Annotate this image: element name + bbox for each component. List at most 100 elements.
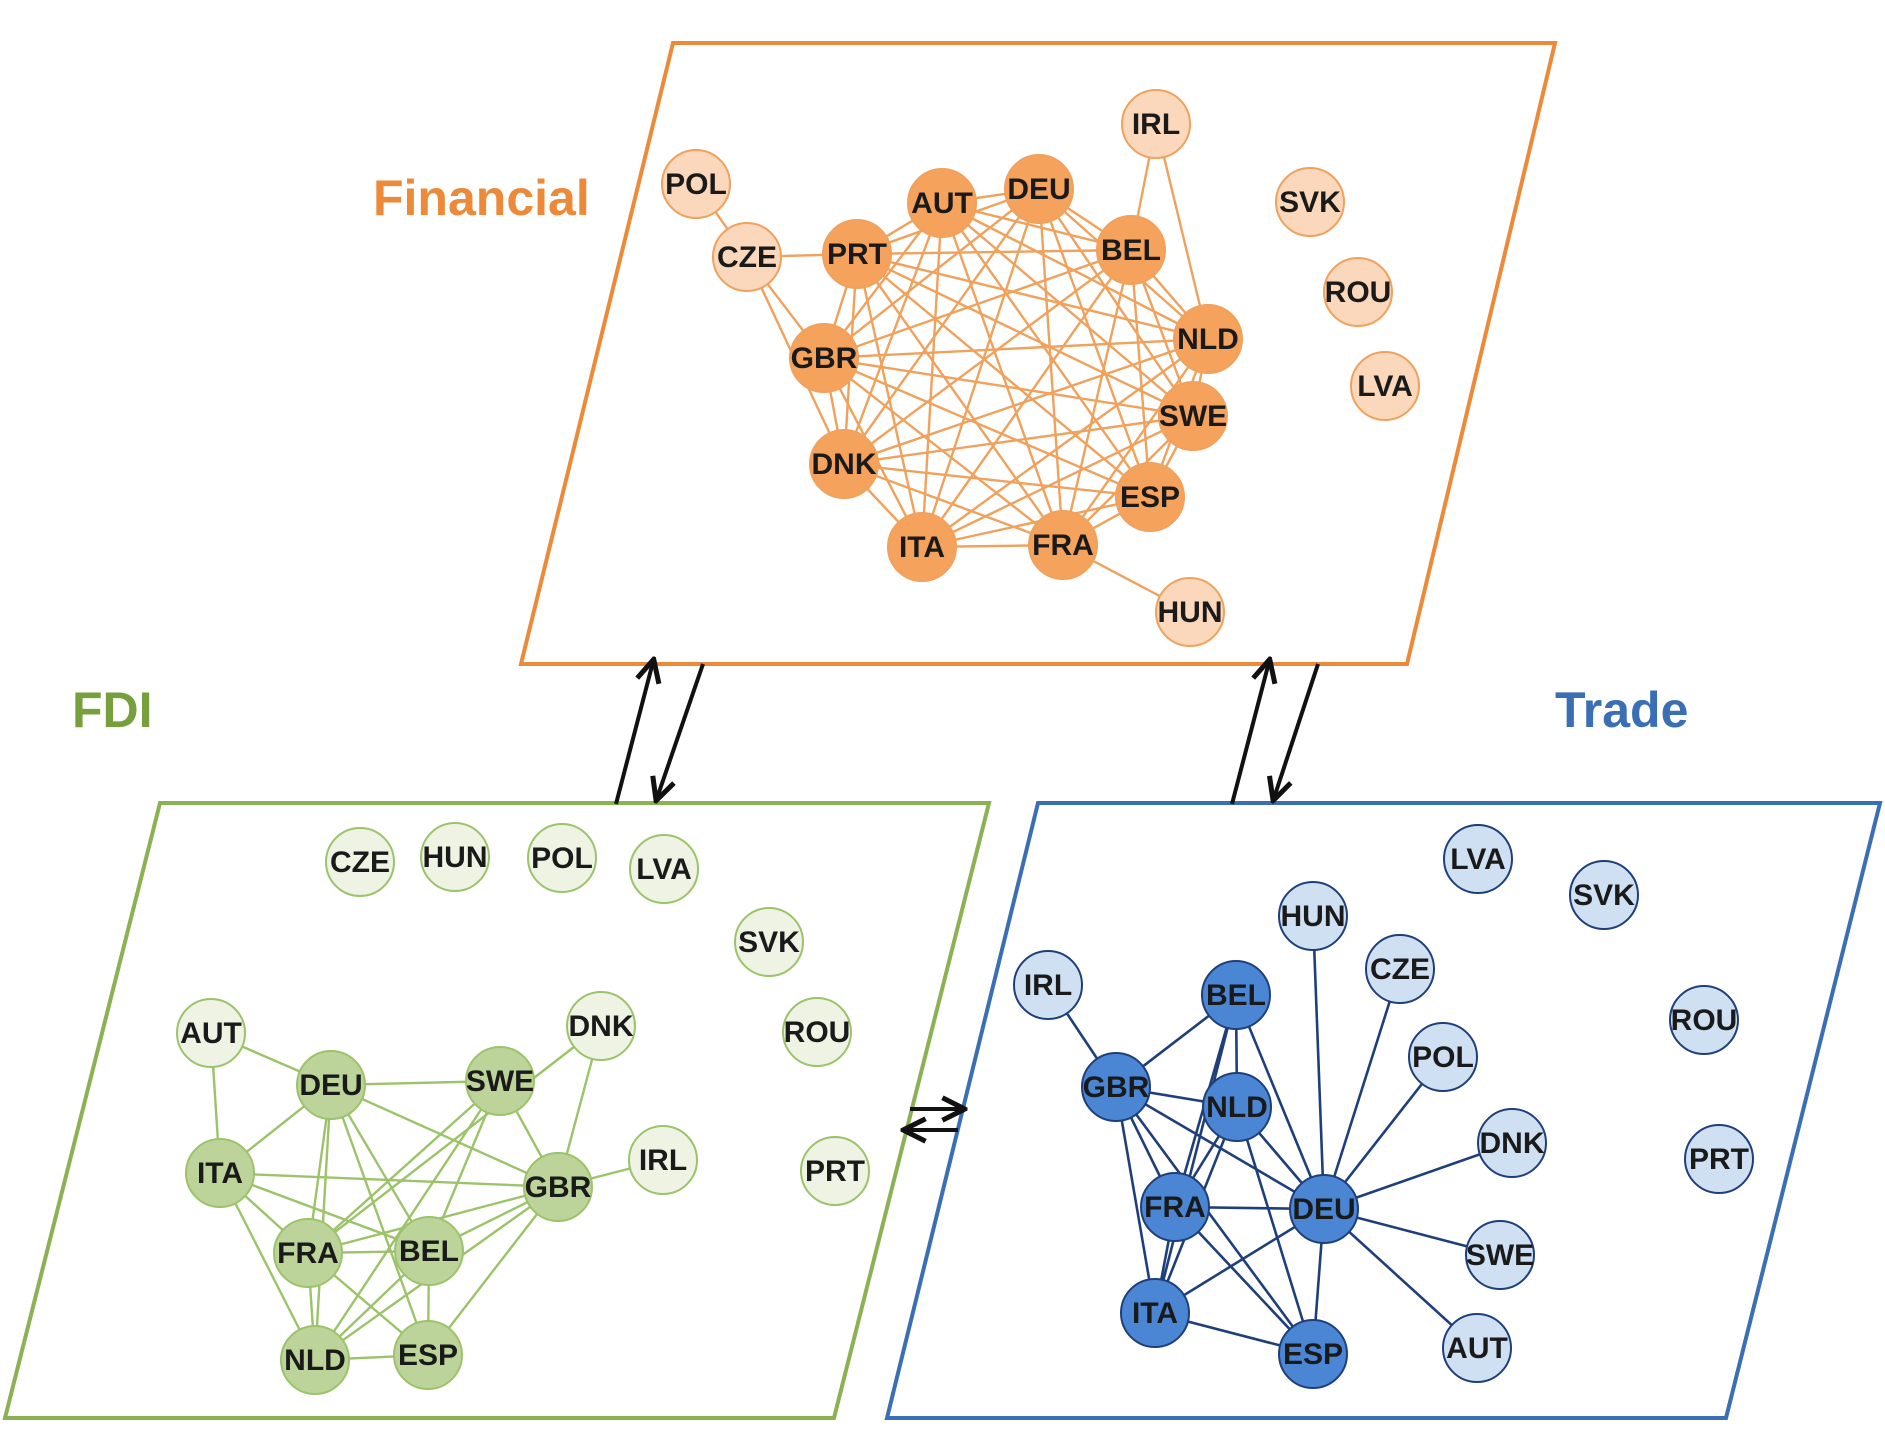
trade-node-circle: [1013, 950, 1083, 1020]
financial-node-svk: SVK: [1275, 167, 1345, 237]
fdi-node-lva: LVA: [629, 834, 699, 904]
trade-node-label: GBR: [1083, 1071, 1150, 1104]
fdi-node-irl: IRL: [628, 1125, 698, 1195]
fdi-node-deu: DEU: [296, 1050, 366, 1120]
financial-node-circle: [1275, 167, 1345, 237]
trade-node-label: BEL: [1206, 979, 1266, 1012]
financial-node-circle: [1096, 215, 1166, 285]
financial-edge-aut-nld: [941, 201, 1209, 341]
fdi-node-circle: [280, 1325, 350, 1395]
trade-node-circle: [1365, 934, 1435, 1004]
trade-edge-gbr-ita: [1114, 1086, 1157, 1314]
fdi-node-gbr: GBR: [523, 1152, 593, 1222]
fdi-edge-deu-esp: [329, 1084, 430, 1356]
financial-edge-swe-gbr: [823, 356, 1194, 418]
trade-edge-nld-esp: [1235, 1106, 1315, 1355]
financial-node-label: DNK: [812, 448, 877, 481]
fdi-node-circle: [629, 834, 699, 904]
trade-node-cze: CZE: [1365, 934, 1435, 1004]
trade-node-circle: [1477, 1108, 1547, 1178]
fdi-node-dnk: DNK: [566, 991, 636, 1061]
financial-node-label: HUN: [1158, 596, 1223, 629]
financial-node-label: BEL: [1101, 234, 1161, 267]
financial-edge-deu-gbr: [823, 188, 1040, 359]
financial-edge-deu-dnk: [843, 188, 1040, 465]
financial-node-circle: [822, 219, 892, 289]
fdi-node-circle: [296, 1050, 366, 1120]
trade-node-circle: [1289, 1174, 1359, 1244]
fdi-node-label: SWE: [466, 1065, 534, 1098]
financial-edge-prt-nld: [856, 252, 1209, 341]
trade-node-dnk: DNK: [1477, 1108, 1547, 1178]
financial-node-label: CZE: [717, 241, 777, 274]
financial-edge-nld-dnk: [843, 337, 1209, 466]
trade-node-label: DEU: [1292, 1193, 1355, 1226]
fdi-node-circle: [527, 823, 597, 893]
fdi-node-ita: ITA: [185, 1138, 255, 1208]
financial-node-pol: POL: [661, 149, 731, 219]
trade-node-circle: [1201, 960, 1271, 1030]
trade-node-rou: ROU: [1669, 985, 1739, 1055]
trade-node-label: ITA: [1132, 1297, 1178, 1330]
financial-node-label: LVA: [1357, 370, 1413, 403]
trade-layer-title: Trade: [1555, 682, 1688, 738]
financial-node-fra: FRA: [1028, 510, 1098, 580]
fdi-node-label: CZE: [330, 846, 390, 879]
trade-node-label: SWE: [1466, 1239, 1534, 1272]
financial-edge-bel-gbr: [823, 248, 1132, 360]
financial-node-deu: DEU: [1004, 154, 1074, 224]
fdi-edge-gbr-esp: [427, 1186, 559, 1356]
trade-node-label: NLD: [1206, 1091, 1268, 1124]
trade-edge-deu-cze: [1322, 968, 1402, 1210]
financial-node-label: AUT: [911, 187, 973, 220]
financial-node-circle: [1004, 154, 1074, 224]
fdi-node-label: ITA: [197, 1157, 243, 1190]
fdi-node-svk: SVK: [734, 907, 804, 977]
financial-node-label: FRA: [1032, 529, 1094, 562]
trade-node-esp: ESP: [1278, 1319, 1348, 1389]
financial-node-circle: [887, 512, 957, 582]
fdi-node-circle: [734, 907, 804, 977]
fdi-node-circle: [394, 1216, 464, 1286]
financial-node-label: GBR: [791, 342, 858, 375]
fdi-edge-deu-gbr: [330, 1083, 559, 1189]
trade-node-bel: BEL: [1201, 960, 1271, 1030]
fdi-node-prt: PRT: [800, 1136, 870, 1206]
financial-node-irl: IRL: [1121, 89, 1191, 159]
financial-edge-nld-ita: [921, 338, 1209, 548]
financial-node-circle: [661, 149, 731, 219]
fdi-node-bel: BEL: [394, 1216, 464, 1286]
fdi-node-hun: HUN: [420, 822, 490, 892]
fdi-node-label: ESP: [398, 1339, 458, 1372]
fdi-node-label: NLD: [284, 1344, 346, 1377]
trade-node-label: CZE: [1370, 953, 1430, 986]
financial-edge-esp-ita: [921, 495, 1151, 549]
financial-node-circle: [789, 323, 859, 393]
trade-node-circle: [1684, 1124, 1754, 1194]
trade-node-gbr: GBR: [1081, 1052, 1151, 1122]
financial-node-circle: [809, 429, 879, 499]
financial-node-circle: [1350, 351, 1420, 421]
fdi-node-label: AUT: [180, 1017, 242, 1050]
trade-node-swe: SWE: [1465, 1220, 1535, 1290]
financial-edge-fra-dnk: [843, 462, 1064, 547]
fdi-node-circle: [325, 827, 395, 897]
fdi-node-label: FRA: [277, 1237, 339, 1270]
trade-node-circle: [1408, 1022, 1478, 1092]
trade-node-hun: HUN: [1278, 881, 1348, 951]
financial-node-rou: ROU: [1323, 257, 1393, 327]
financial-edge-aut-esp: [941, 202, 1151, 498]
fdi-node-circle: [393, 1320, 463, 1390]
financial-node-cze: CZE: [712, 222, 782, 292]
financial-edge-bel-esp: [1129, 249, 1152, 498]
fdi-node-circle: [628, 1125, 698, 1195]
financial-node-label: SWE: [1159, 400, 1227, 433]
fdi-node-nld: NLD: [280, 1325, 350, 1395]
financial-edge-deu-ita: [920, 188, 1041, 548]
fdi-node-circle: [800, 1136, 870, 1206]
fdi-node-label: IRL: [639, 1144, 687, 1177]
trade-node-label: IRL: [1024, 969, 1072, 1002]
financial-edge-bel-ita: [921, 249, 1132, 548]
